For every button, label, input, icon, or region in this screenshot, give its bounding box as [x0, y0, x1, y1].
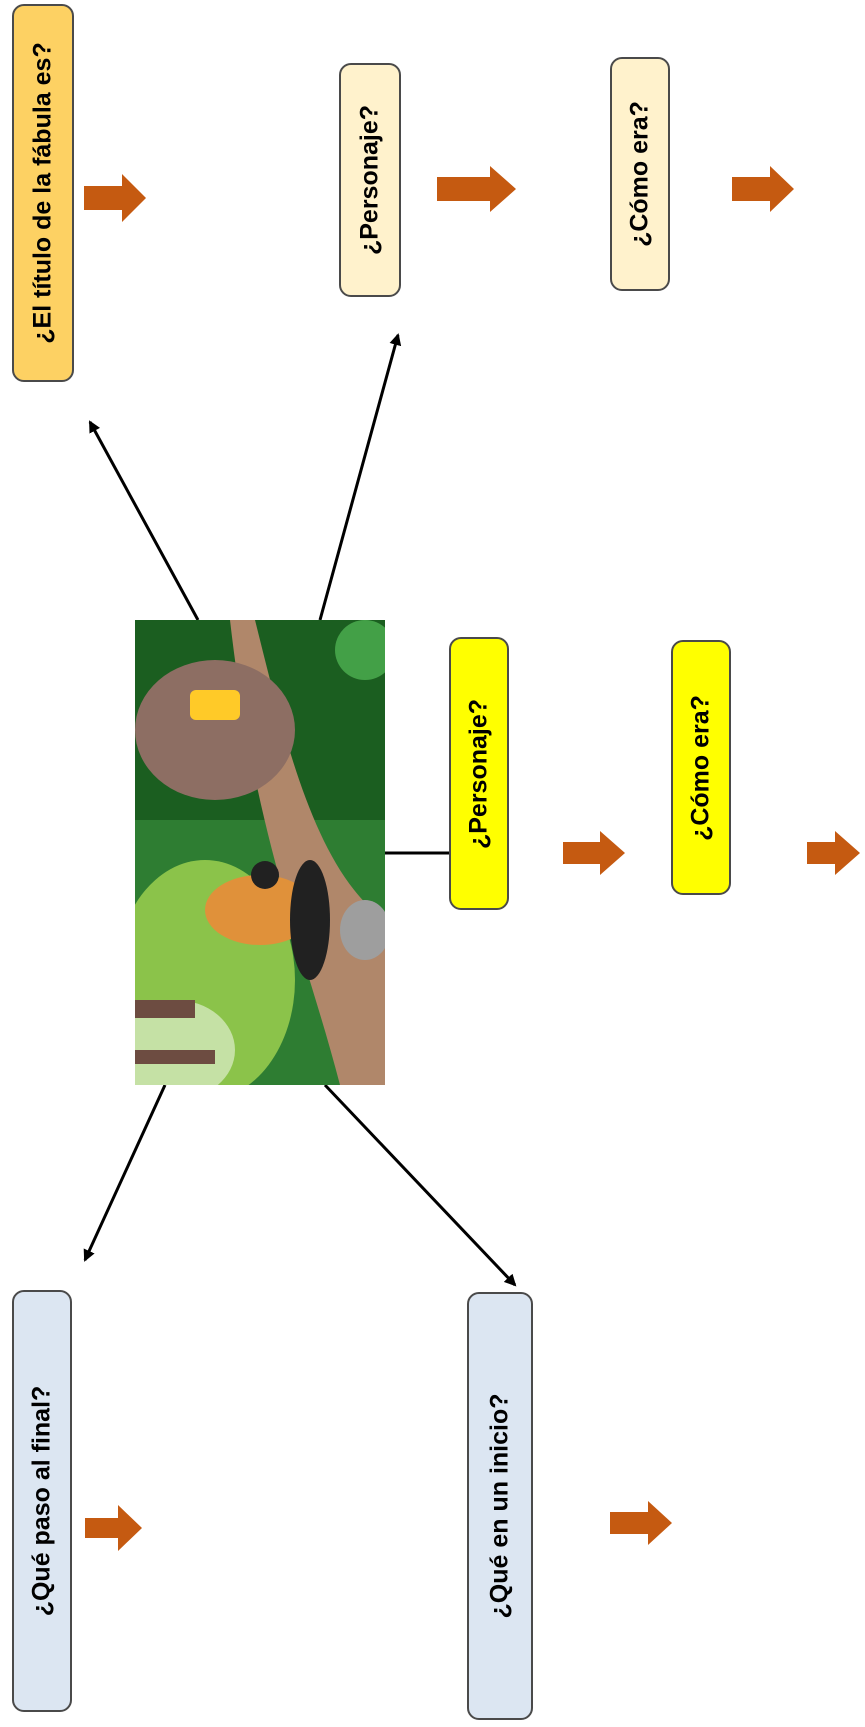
block-arrow-icon: [807, 831, 860, 875]
character-2-text: ¿Personaje?: [464, 698, 493, 849]
block-arrow-icon: [610, 1501, 672, 1545]
description-box-1: ¿Cómo era?: [610, 57, 670, 291]
ending-question-box: ¿Qué paso al final?: [12, 1290, 72, 1712]
connector-to-beginning: [323, 1083, 517, 1287]
description-box-2: ¿Cómo era?: [671, 640, 731, 895]
scene-illustration-icon: [135, 620, 385, 1085]
character-box-2: ¿Personaje?: [449, 637, 509, 910]
title-question-text: ¿El título de la fábula es?: [28, 42, 57, 344]
beginning-question-text: ¿Qué en un inicio?: [485, 1393, 514, 1619]
character-box-1: ¿Personaje?: [339, 63, 401, 297]
block-arrow-icon: [85, 1505, 142, 1551]
block-arrow-icon: [84, 174, 146, 222]
description-2-text: ¿Cómo era?: [686, 694, 715, 841]
block-arrow-icon: [437, 166, 516, 212]
title-question-box: ¿El título de la fábula es?: [12, 4, 74, 382]
beginning-question-box: ¿Qué en un inicio?: [467, 1292, 533, 1720]
block-arrow-icon: [732, 166, 794, 212]
character-1-text: ¿Personaje?: [355, 104, 384, 256]
block-arrow-icon: [563, 831, 625, 875]
ending-question-text: ¿Qué paso al final?: [27, 1385, 56, 1617]
connector-to-character-1: [318, 333, 402, 621]
connector-to-title: [88, 420, 200, 621]
description-1-text: ¿Cómo era?: [625, 101, 654, 247]
connector-to-ending: [83, 1084, 167, 1262]
